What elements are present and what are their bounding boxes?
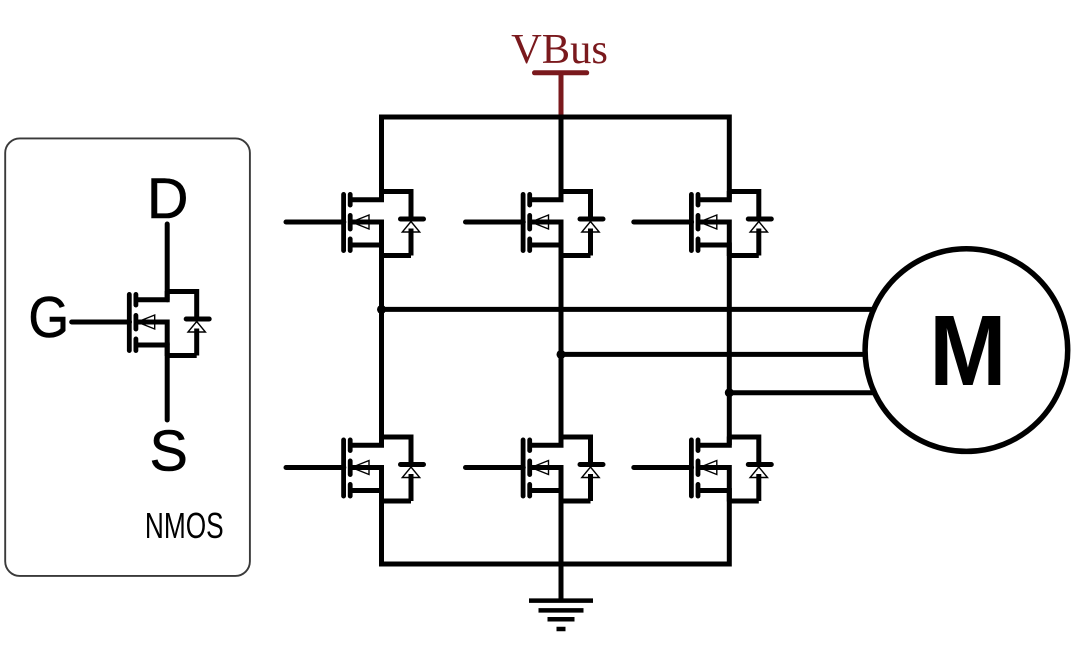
svg-text:S: S [150,420,188,484]
svg-text:G: G [28,285,69,350]
svg-text:VBus: VBus [511,26,608,73]
svg-text:D: D [147,167,189,231]
svg-text:M: M [929,296,1006,407]
svg-text:NMOS: NMOS [145,505,224,546]
